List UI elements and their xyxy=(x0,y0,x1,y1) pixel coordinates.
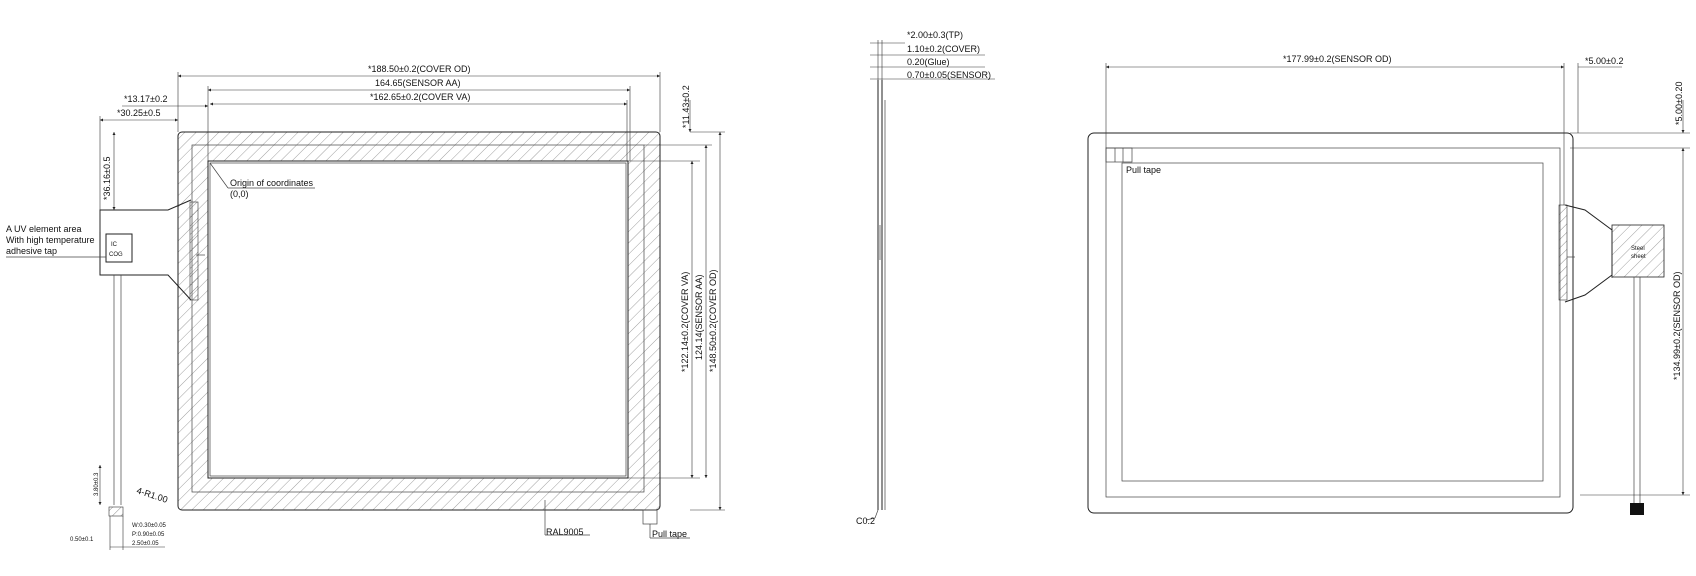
back-tail-contacts xyxy=(1630,503,1644,515)
dim-5-00: *5.00±0.2 xyxy=(1585,56,1623,66)
back-view-area xyxy=(1121,162,1544,482)
dim-sensor-aa-width: 164.65(SENSOR AA) xyxy=(375,78,461,88)
view-area xyxy=(207,160,629,479)
dim-sensor-od-width: *177.99±0.2(SENSOR OD) xyxy=(1283,54,1391,64)
back-view: Pull tape Steel sheet *177.99±0.2(SENSOR… xyxy=(1087,54,1690,515)
dim-11-43: *11.43±0.2 xyxy=(681,85,691,128)
chamfer-label: C0.2 xyxy=(856,516,875,526)
dim-cover-va-height: *122.14±0.2(COVER VA) xyxy=(680,272,690,372)
fpc-connector xyxy=(99,199,192,301)
tail-total: 2.50±0.05 xyxy=(132,541,159,547)
dim-13-17: *13.17±0.2 xyxy=(124,94,167,104)
uv-element-box xyxy=(105,233,133,263)
thickness-sensor: 0.70±0.05(SENSOR) xyxy=(907,70,991,80)
side-view: *2.00±0.3(TP) 1.10±0.2(COVER) 0.20(Glue)… xyxy=(856,30,995,526)
color-code: RAL9005 xyxy=(546,527,584,537)
dim-30-25: *30.25±0.5 xyxy=(117,108,160,118)
fpc-tail-contacts xyxy=(108,506,124,517)
chip-label-2: COG xyxy=(109,252,123,258)
steel-label-1: Steel xyxy=(1631,246,1645,252)
steel-sheet xyxy=(1611,224,1665,278)
hatched-border xyxy=(178,132,660,510)
cover-outline xyxy=(177,131,661,511)
uv-note-line3: adhesive tap xyxy=(6,246,57,256)
dim-cover-od-width: *188.50±0.2(COVER OD) xyxy=(368,64,470,74)
thickness-tp: *2.00±0.3(TP) xyxy=(907,30,963,40)
origin-coords: (0,0) xyxy=(230,189,249,199)
dim-cover-va-width: *162.65±0.2(COVER VA) xyxy=(370,92,470,102)
active-area xyxy=(209,162,627,477)
back-pull-tape: Pull tape xyxy=(1126,165,1161,175)
dim-5-00-vertical: *5.00±0.20 xyxy=(1674,82,1684,125)
tail-left: 0.50±0.1 xyxy=(70,537,94,543)
fpc-pins xyxy=(189,201,199,301)
tail-pitch: P:0.90±0.05 xyxy=(132,532,165,538)
tail-length-dim: 3.80±0.3 xyxy=(94,472,100,496)
origin-label: Origin of coordinates xyxy=(230,178,314,188)
dim-cover-od-height: *148.50±0.2(COVER OD) xyxy=(708,270,718,372)
dim-36-16: *36.16±0.5 xyxy=(102,157,112,200)
uv-note-line1: A UV element area xyxy=(6,224,82,234)
pull-tape-label: Pull tape xyxy=(652,529,687,539)
chip-label: IC xyxy=(111,242,118,248)
thickness-cover: 1.10±0.2(COVER) xyxy=(907,44,980,54)
sensor-outline xyxy=(191,144,645,493)
pull-tape-tab xyxy=(642,509,658,525)
pull-tape-corner xyxy=(1105,147,1133,163)
thickness-glue: 0.20(Glue) xyxy=(907,57,950,67)
steel-label-2: sheet xyxy=(1631,254,1646,260)
back-sensor-outline xyxy=(1105,147,1561,498)
corner-radius: 4-R1.00 xyxy=(135,485,169,504)
dim-sensor-aa-height: 124.14(SENSOR AA) xyxy=(694,274,704,360)
dim-sensor-od-height: *134.99±0.2(SENSOR OD) xyxy=(1672,272,1682,380)
uv-note-line2: With high temperature xyxy=(6,235,95,245)
back-fpc-pins xyxy=(1558,204,1568,301)
back-cover-outline xyxy=(1087,132,1574,514)
tail-width: W:0.30±0.05 xyxy=(132,523,167,529)
front-view: IC COG *188.50±0.2(COVER OD) 164.65(SENS… xyxy=(6,64,725,550)
